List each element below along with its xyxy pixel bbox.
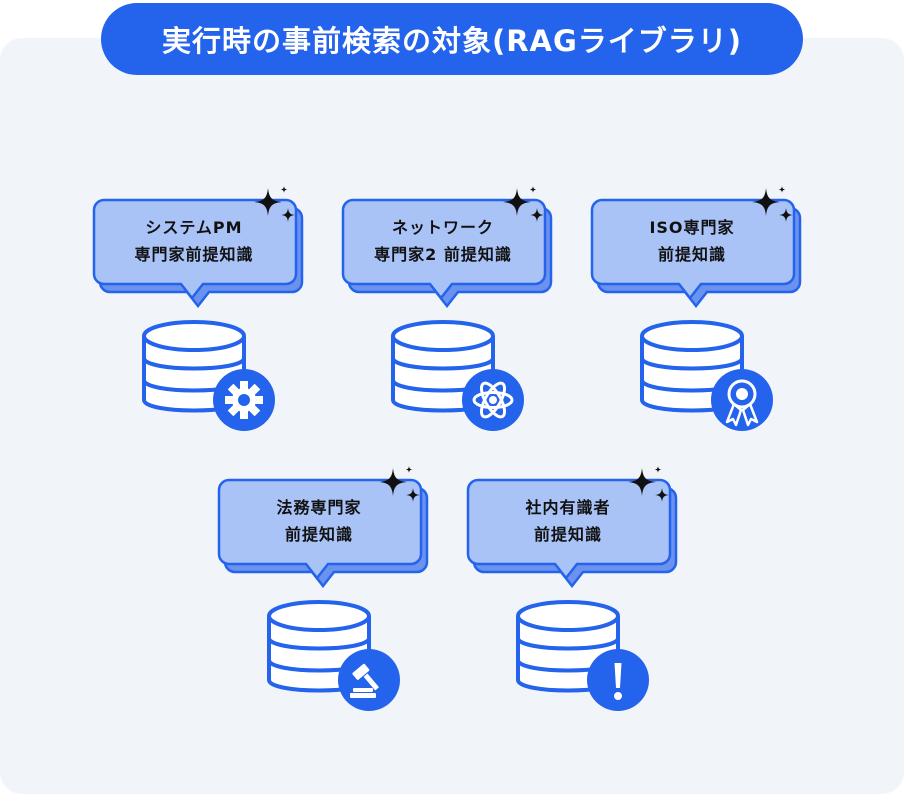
library-node-legal: 法務専門家 前提知識 [217,466,437,716]
bubble-label: ネットワーク 専門家2 前提知識 [345,200,541,282]
speech-bubble [590,198,802,308]
speech-bubble [217,478,429,588]
sparkle-icon [503,186,544,222]
atom-icon [462,369,524,431]
database-icon [391,320,524,431]
database-icon [267,600,400,711]
label-line-1: ネットワーク [391,218,494,237]
label-line-1: 社内有識者 [525,498,611,517]
exclamation-icon [587,649,649,711]
bubble-label: 社内有識者 前提知識 [470,480,666,562]
label-line-2: 前提知識 [533,525,602,544]
gavel-icon [338,649,400,711]
label-line-2: 前提知識 [284,525,353,544]
label-line-2: 専門家前提知識 [134,245,254,264]
label-line-2: 専門家2 前提知識 [374,245,512,264]
library-node-iso: ISO専門家 前提知識 [590,186,810,436]
library-node-internal-expert: 社内有識者 前提知識 [466,466,686,716]
library-node-network: ネットワーク 専門家2 前提知識 [341,186,561,436]
database-icon [142,320,275,431]
database-icon [516,600,649,711]
sparkle-icon [752,186,793,222]
library-node-system-pm: システムPM 専門家前提知識 [92,186,312,436]
bubble-label: 法務専門家 前提知識 [221,480,417,562]
label-line-2: 前提知識 [657,245,726,264]
label-line-1: 法務専門家 [276,498,362,517]
label-line-1: システムPM [145,218,243,237]
database-icon [640,320,773,431]
speech-bubble [466,478,678,588]
diagram-title: 実行時の事前検索の対象(RAGライブラリ) [101,3,803,75]
bubble-label: ISO専門家 前提知識 [594,200,790,282]
sparkle-icon [254,186,295,222]
speech-bubble [92,198,304,308]
bubble-label: システムPM 専門家前提知識 [96,200,292,282]
speech-bubble [341,198,553,308]
sparkle-icon [628,466,669,502]
sparkle-icon [379,466,420,502]
gear-icon [213,369,275,431]
award-ribbon-icon [711,369,773,431]
label-line-1: ISO専門家 [649,218,735,237]
